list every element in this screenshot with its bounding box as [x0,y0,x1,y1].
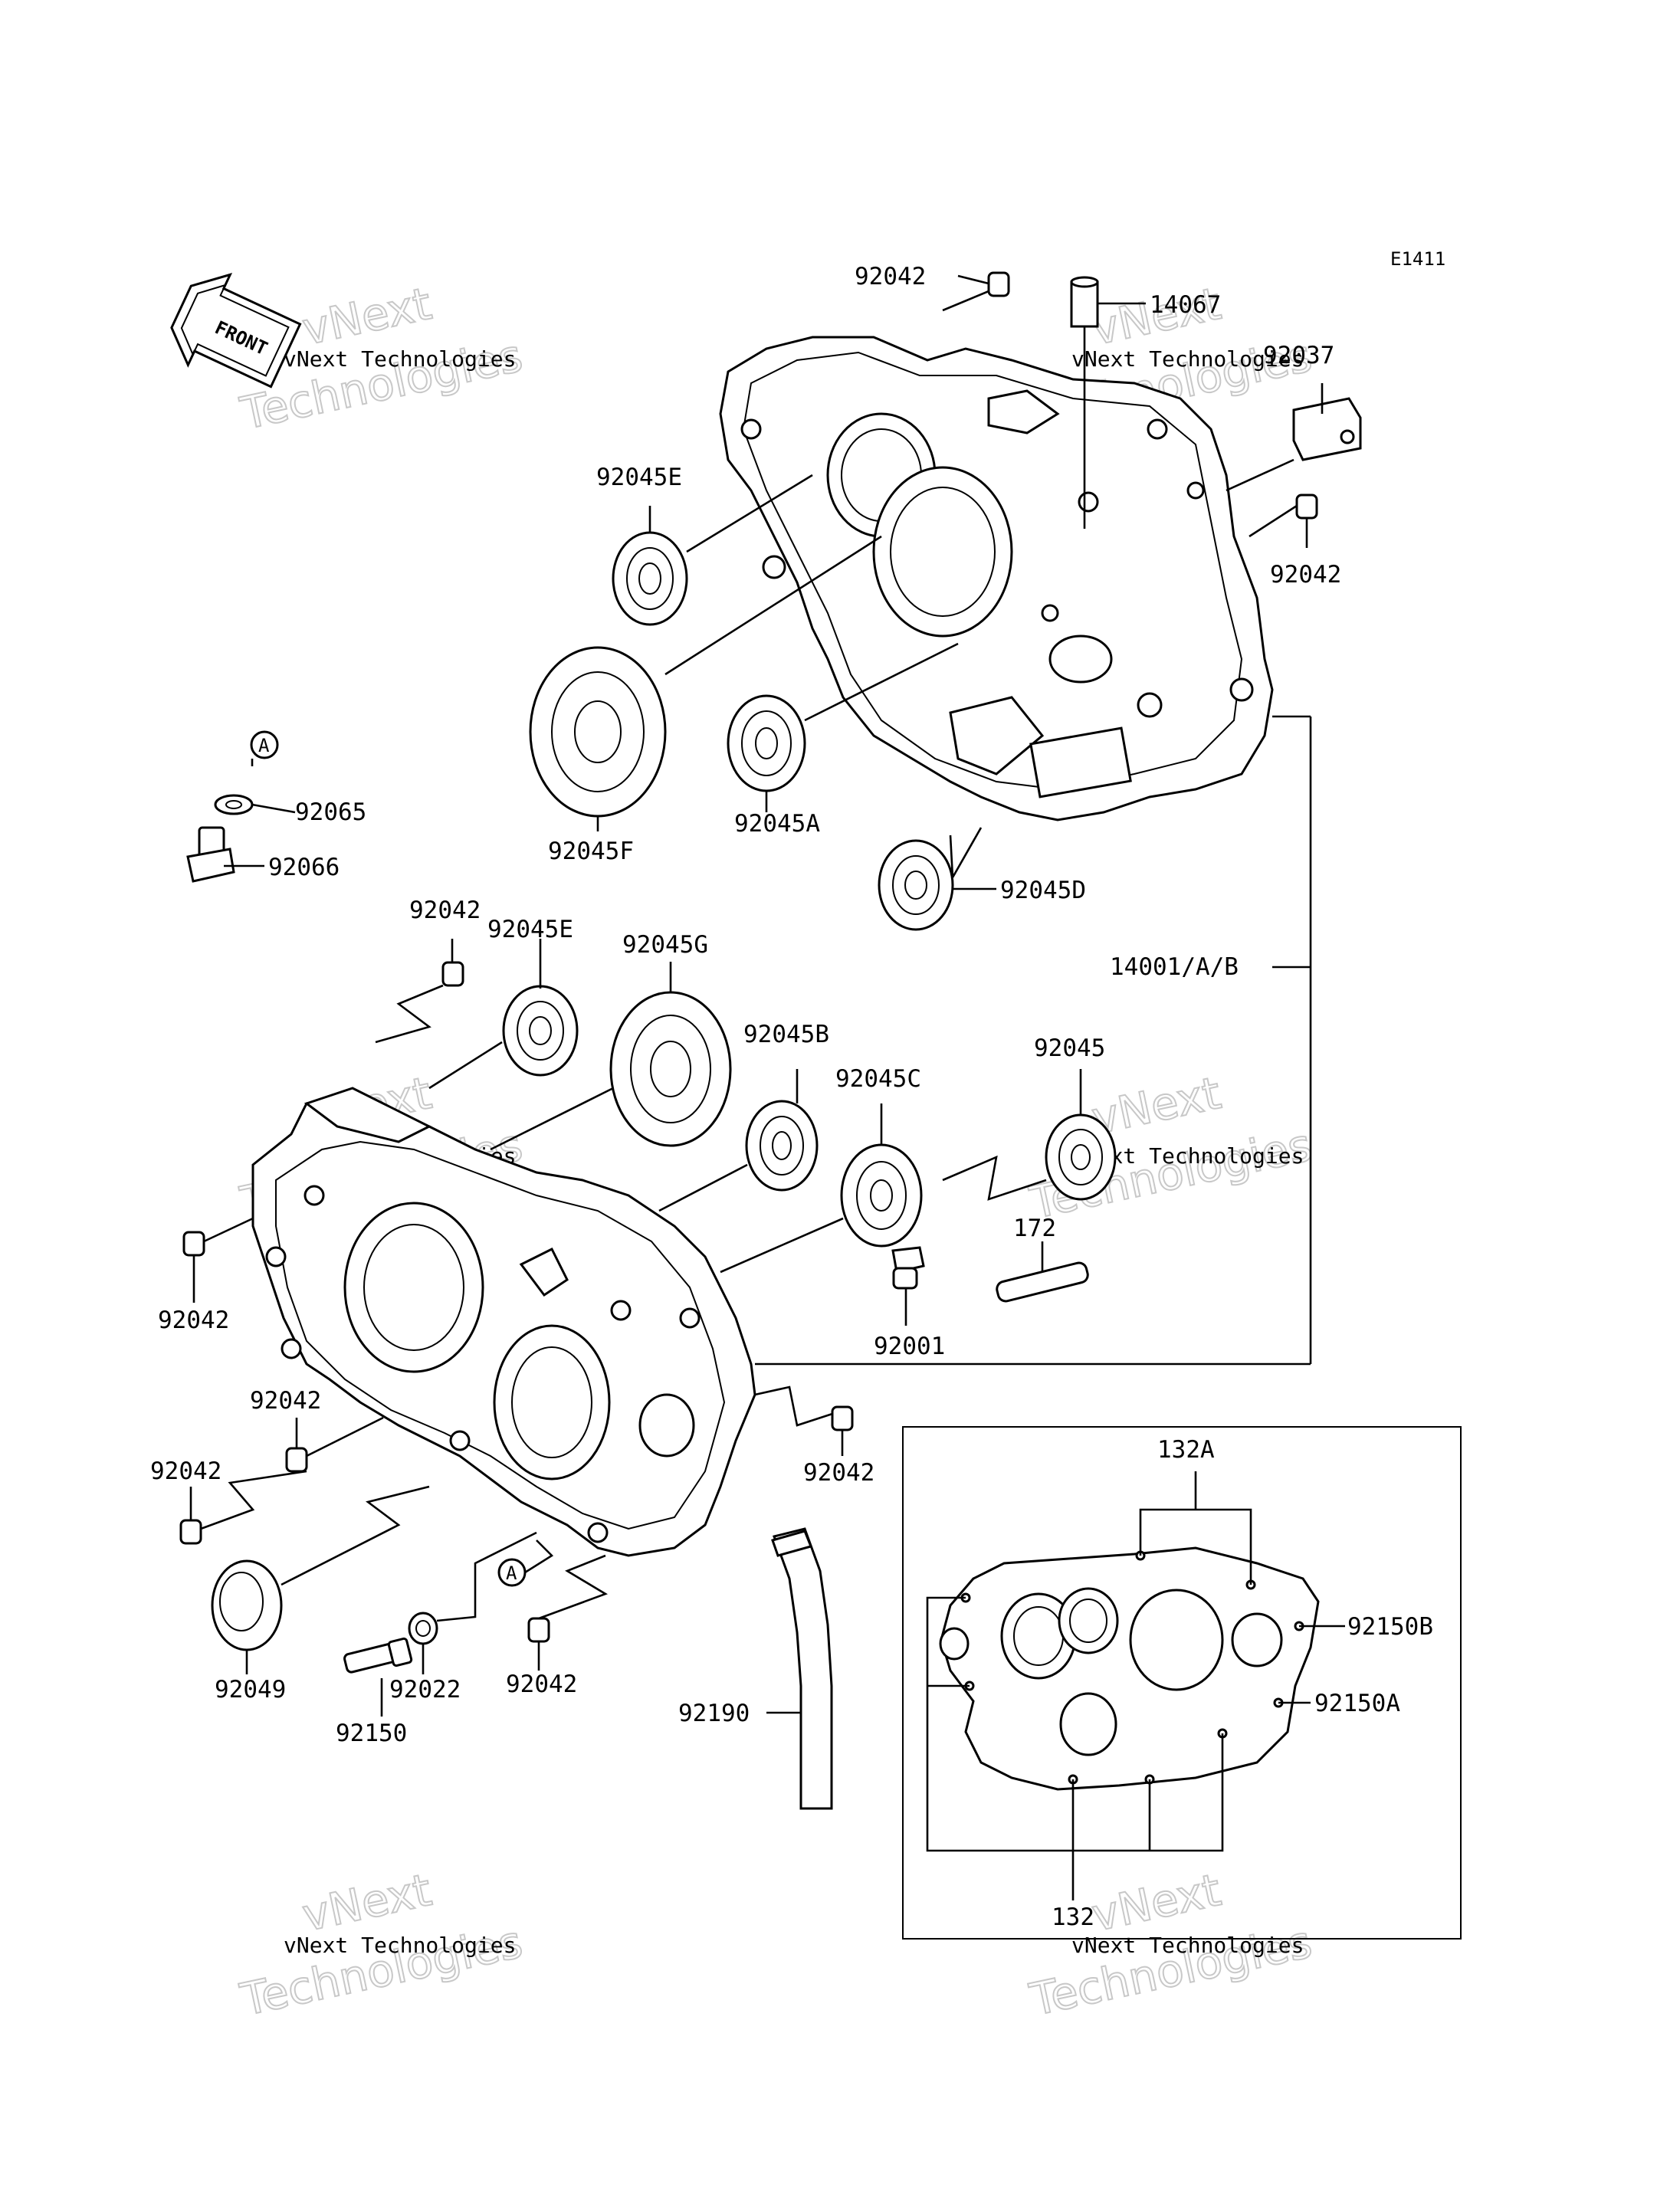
label-92001: 92001 [874,1333,945,1360]
bearing-92045d [878,839,954,931]
bolt-92001 [891,1246,925,1290]
stud-172 [996,1261,1089,1303]
dowel-pin-l3 [179,1519,202,1545]
label-92042-l3: 92042 [150,1458,221,1485]
label-92045b: 92045B [743,1021,829,1048]
svg-text:A: A [258,735,270,756]
bearing-92045e-top [612,531,688,626]
bearing-92045g [609,991,732,1147]
inset-crankcase-bolts [902,1426,1462,1940]
tube-92190 [771,1527,833,1810]
label-92065: 92065 [295,798,366,826]
label-92037: 92037 [1263,342,1334,369]
bearing-92045b [745,1100,819,1192]
svg-text:vNext Technologies: vNext Technologies [1071,1933,1304,1958]
bolt-92150 [343,1637,413,1674]
label-92042-left: 92042 [158,1307,229,1334]
label-92042-right: 92042 [1270,561,1341,589]
part-labels: 92042 14067 92037 92045E 92042 92065 920… [150,263,1433,1931]
label-92042-low: 92042 [803,1459,874,1487]
front-arrow-icon: FRONT [170,273,302,389]
label-92150: 92150 [336,1720,407,1747]
dowel-pin-bot [527,1617,550,1643]
label-92045c: 92045C [835,1065,921,1093]
label-132a: 132A [1157,1436,1215,1464]
svg-text:vNext Technologies: vNext Technologies [1071,346,1304,372]
label-92045e-mid: 92045E [487,916,573,943]
pipe-14067 [1070,276,1099,328]
dowel-pin-right [1295,494,1318,520]
upper-crankcase-half [719,336,1274,821]
label-14001: 14001/A/B [1110,953,1239,981]
label-92045: 92045 [1034,1035,1105,1062]
bearing-92045f [529,646,667,818]
label-92042-mid: 92042 [409,897,481,924]
bracket-92037 [1292,397,1362,461]
label-132: 132 [1052,1904,1094,1931]
oil-seal-92049 [211,1559,283,1651]
svg-text:vNext Technologies: vNext Technologies [284,346,516,372]
label-92042-l2: 92042 [250,1387,321,1415]
label-92045d: 92045D [1000,877,1086,904]
svg-text:vNext Technologies: vNext Technologies [284,1933,516,1958]
label-14067: 14067 [1150,291,1221,319]
watermark-bottom-left: vNext Technologies vNext Technologies [235,1863,528,2027]
label-172: 172 [1013,1215,1056,1242]
bearing-92045a [727,694,806,792]
label-92045g: 92045G [622,931,708,959]
washer-92065 [214,794,254,815]
dowel-pin-l2 [285,1447,308,1473]
svg-text:A: A [506,1562,517,1584]
label-92190: 92190 [678,1700,750,1727]
svg-text:vNext: vNext [298,277,436,356]
label-92150a: 92150A [1314,1690,1400,1717]
label-92022: 92022 [389,1676,461,1703]
label-92045a: 92045A [734,810,820,838]
dowel-pin-left [182,1231,205,1257]
label-92049: 92049 [215,1676,286,1703]
dowel-pin-mid [441,961,464,987]
bearing-92045e-mid [502,985,579,1077]
label-92066: 92066 [268,854,340,881]
svg-text:vNext: vNext [1088,1864,1226,1942]
dowel-pin-low [831,1405,854,1431]
label-92042-bot: 92042 [506,1671,577,1698]
label-92045f: 92045F [548,838,634,865]
label-92150b: 92150B [1347,1613,1433,1641]
dowel-pin-top [987,271,1010,297]
leader-lines [189,274,1324,1717]
washer-92022 [408,1612,438,1645]
label-92042-top: 92042 [855,263,926,290]
watermark-bottom-right: vNext Technologies vNext Technologies [1025,1863,1317,2027]
bearing-92045c [840,1143,923,1248]
label-92045e-top: 92045E [596,464,682,491]
lower-crankcase-half [251,1087,756,1557]
svg-text:vNext: vNext [298,1864,436,1942]
reference-marker-a-top: A [250,730,279,759]
diagram-code: E1411 [1390,248,1445,270]
bearing-92045 [1045,1113,1117,1201]
plug-92066 [186,826,235,883]
reference-marker-a-bottom: A [497,1540,554,1587]
